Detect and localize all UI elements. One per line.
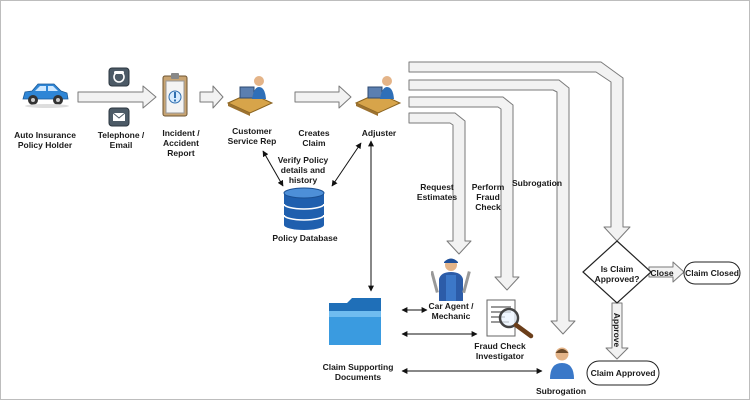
creates-claim-label: Creates Claim — [298, 128, 330, 148]
subrogation-node-label: Subrogation — [535, 386, 587, 396]
incident-report-label: Incident / Accident Report — [162, 128, 200, 158]
connector-adjuster-database — [331, 142, 362, 187]
incident-report-icon — [162, 73, 188, 117]
flow-arrow-to-decision — [408, 61, 631, 242]
magnifier-document-icon — [486, 299, 534, 339]
claim-approved-box — [586, 360, 660, 386]
claim-approved-label: Claim Approved — [590, 368, 656, 378]
decision-diamond — [582, 240, 652, 304]
flow-arrow-report-to-csr — [199, 85, 224, 109]
decision-label: Is Claim Approved? — [594, 264, 640, 284]
customer-service-rep-icon — [226, 76, 274, 116]
close-label: Close — [650, 268, 674, 278]
email-icon — [108, 107, 130, 127]
flow-arrow-csr-to-adjuster — [294, 85, 352, 109]
claim-closed-label: Claim Closed — [685, 268, 739, 278]
perform-fraud-check-label: Perform Fraud Check — [471, 182, 505, 212]
connector-csr-database — [262, 150, 284, 187]
flow-arrow-close — [648, 261, 685, 283]
folder-icon — [329, 298, 381, 345]
database-icon — [283, 187, 325, 230]
fraud-investigator-label: Fraud Check Investigator — [474, 341, 526, 361]
supporting-documents-label: Claim Supporting Documents — [322, 362, 394, 382]
subrogation-edge-label: Subrogation — [511, 178, 563, 188]
approve-label: Approve — [612, 312, 622, 348]
request-estimates-label: Request Estimates — [416, 182, 458, 202]
policy-holder-label: Auto Insurance Policy Holder — [14, 130, 76, 150]
adjuster-icon — [354, 76, 402, 116]
car-agent-label: Car Agent / Mechanic — [428, 301, 474, 321]
flow-arrow-holder-to-report — [77, 85, 157, 109]
telephone-icon — [108, 67, 130, 87]
mechanic-icon — [431, 258, 471, 301]
claim-closed-box — [683, 261, 741, 285]
car-icon — [22, 83, 69, 108]
flow-arrow-approve — [605, 302, 629, 360]
policy-database-label: Policy Database — [272, 233, 338, 243]
telephone-email-label: Telephone / Email — [97, 130, 145, 150]
adjuster-label: Adjuster — [361, 128, 397, 138]
subrogation-person-icon — [550, 347, 574, 379]
flow-arrow-subrogation — [408, 79, 576, 335]
flow-arrow-fraud-check — [408, 96, 520, 291]
flow-arrow-request-estimates — [408, 112, 472, 255]
verify-policy-label: Verify Policy details and history — [277, 155, 329, 185]
customer-service-rep-label: Customer Service Rep — [227, 126, 277, 146]
